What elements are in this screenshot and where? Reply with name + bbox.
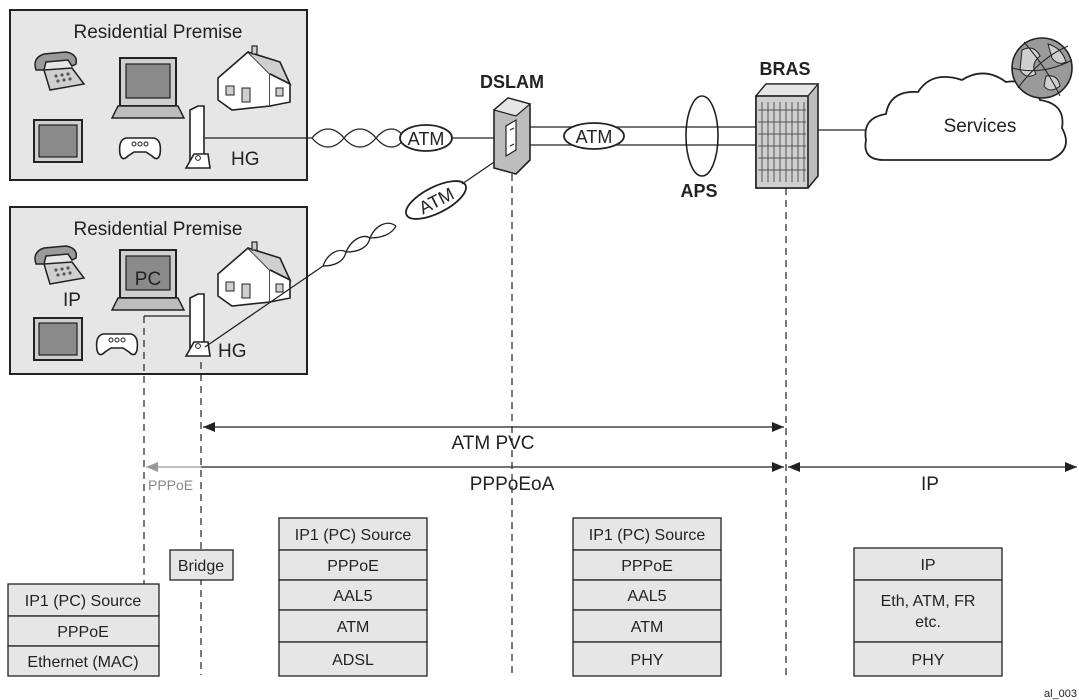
home-gateway-icon (184, 293, 211, 357)
telephone-icon (34, 51, 86, 91)
ip-span-label: IP (921, 474, 939, 495)
services-label: Services (944, 116, 1017, 137)
atm-pvc-span-arrow (203, 422, 784, 432)
home-gateway-icon (184, 105, 211, 169)
services-cloud-icon (864, 72, 1067, 161)
stack-layer: ATM (337, 619, 370, 636)
bridge-protocol-stack: Bridge (169, 549, 234, 581)
aps-label: APS (680, 181, 717, 201)
globe-icon (1011, 37, 1073, 99)
hg2-line (204, 265, 324, 348)
house-icon (217, 45, 292, 111)
pppoeoa-span-arrow (146, 462, 784, 472)
stack-layer: ATM (631, 619, 664, 636)
bras-label: BRAS (759, 59, 810, 79)
gamepad-icon (118, 137, 162, 160)
atm-link-3: ATM (405, 180, 467, 220)
computer-icon (110, 57, 186, 119)
ip-span-arrow (788, 462, 1077, 472)
network-protocol-stack: IP Eth, ATM, FR etc. PHY (853, 547, 1003, 677)
house-icon (217, 241, 292, 307)
stack-layer: PPPoE (327, 558, 379, 575)
atm-label-1: ATM (408, 129, 445, 149)
dslam-label: DSLAM (480, 72, 544, 92)
hg-label-2: HG (218, 341, 247, 362)
television-icon (33, 317, 83, 361)
figure-id: al_003 (1044, 688, 1077, 700)
host-protocol-stack: IP1 (PC) Source PPPoE Ethernet (MAC) (7, 583, 160, 677)
bras-router-icon (754, 83, 820, 189)
pc-label: PC (135, 269, 161, 290)
stack-layer: Ethernet (MAC) (27, 654, 138, 671)
atm-pvc-label: ATM PVC (451, 433, 534, 454)
hg-label-1: HG (231, 149, 260, 170)
hg-wan-protocol-stack: IP1 (PC) Source PPPoE AAL5 ATM ADSL (278, 517, 428, 677)
stack-layer: IP1 (PC) Source (295, 527, 412, 544)
dslam-protocol-stack: IP1 (PC) Source PPPoE AAL5 ATM PHY (572, 517, 722, 677)
twisted-pair-2 (322, 222, 397, 267)
stack-layer: IP1 (PC) Source (25, 593, 142, 610)
stack-layer: IP1 (PC) Source (589, 527, 706, 544)
aps-ring (685, 95, 719, 177)
stack-layer: AAL5 (333, 588, 372, 605)
stack-layer-multiline: etc. (915, 614, 941, 631)
gamepad-icon (95, 333, 139, 356)
premise-1-label: Residential Premise (74, 22, 243, 43)
stack-layer: PPPoE (57, 624, 109, 641)
stack-layer: AAL5 (627, 588, 666, 605)
stack-layer: PHY (631, 652, 664, 669)
premise-2-label: Residential Premise (74, 219, 243, 240)
computer-icon (110, 249, 186, 311)
stack-layer: PPPoE (621, 558, 673, 575)
telephone-icon (34, 245, 86, 285)
pppoeoa-label: PPPoEoA (470, 474, 555, 495)
stack-layer: ADSL (332, 652, 374, 669)
atm-link-2 (563, 122, 625, 150)
dslam-icon (492, 97, 532, 175)
ip-label: IP (63, 290, 81, 311)
stack-layer: IP (920, 557, 935, 574)
stack-layer: Bridge (178, 558, 224, 575)
atm-label-2: ATM (576, 127, 613, 147)
pppoe-span-label: PPPoE (148, 477, 193, 493)
twisted-pair-1 (311, 128, 405, 148)
stack-layer: PHY (912, 652, 945, 669)
television-icon (33, 119, 83, 163)
stack-layer-multiline: Eth, ATM, FR (881, 593, 976, 610)
